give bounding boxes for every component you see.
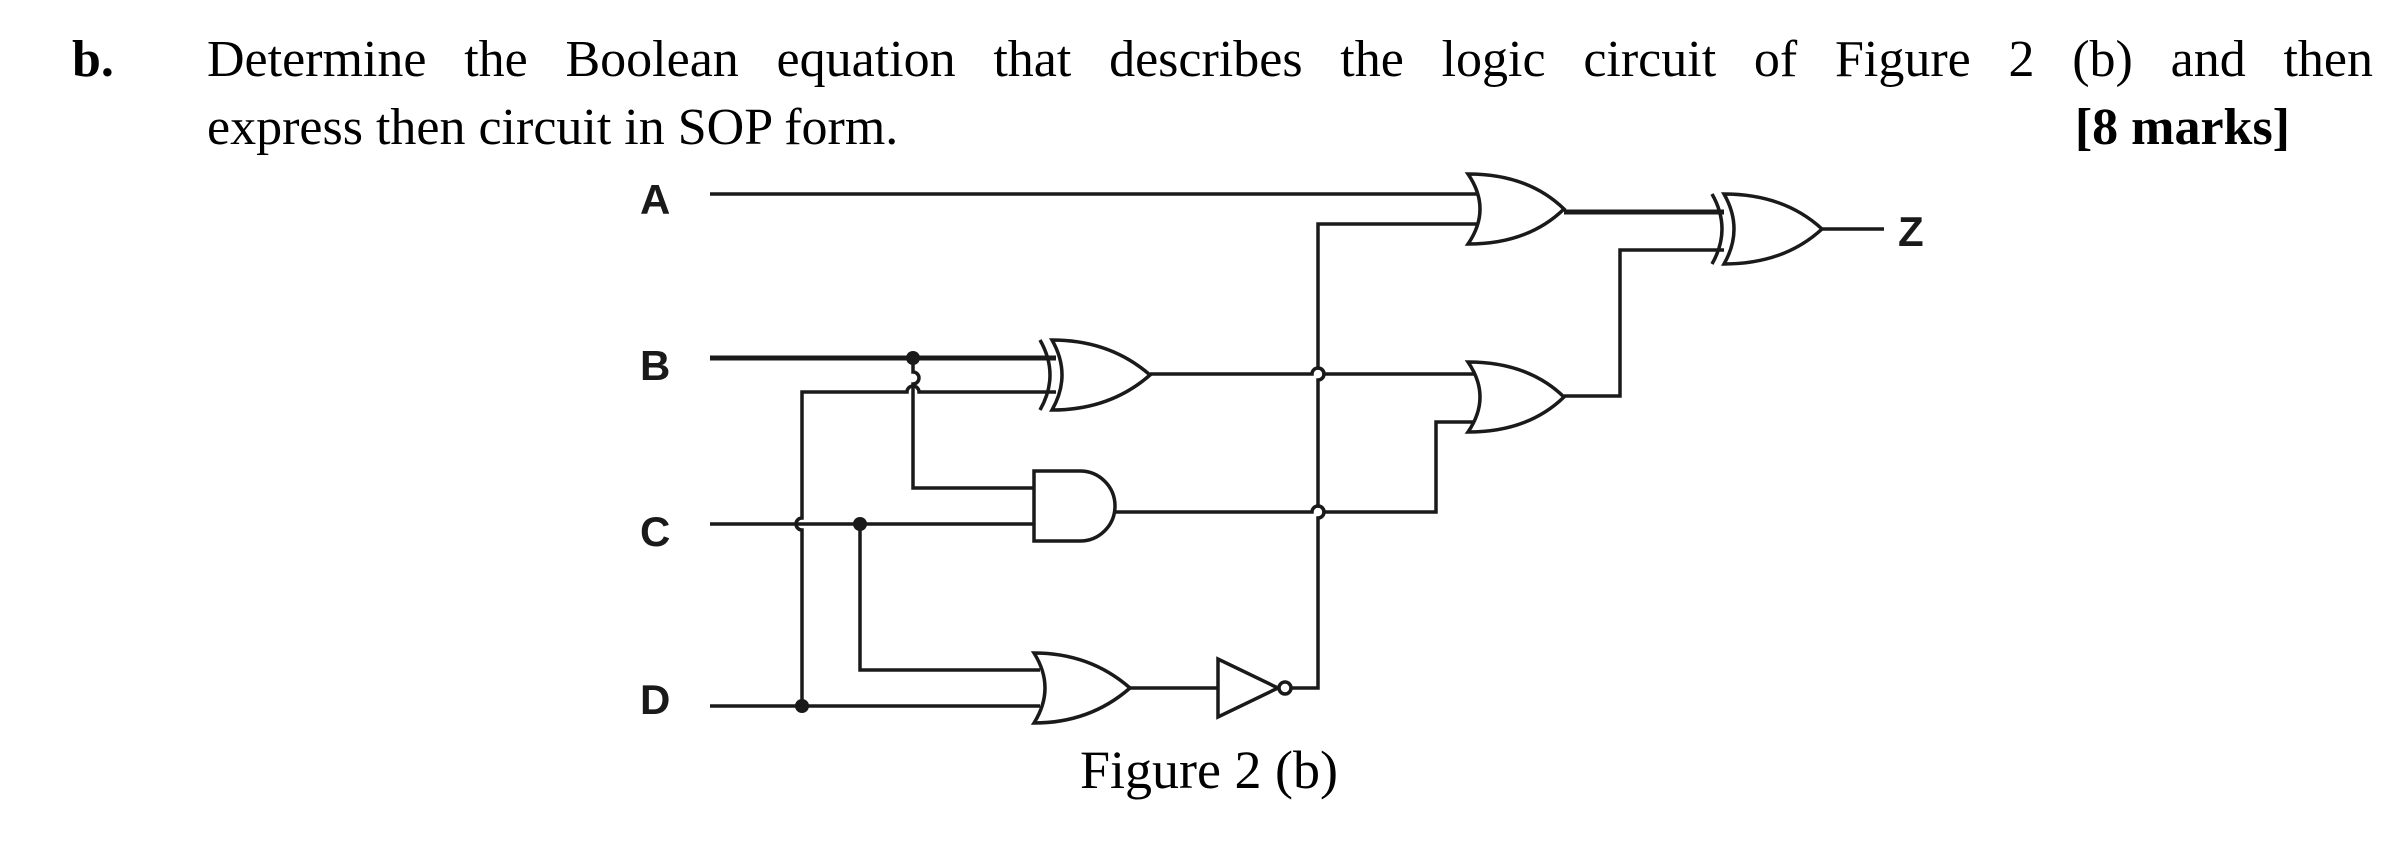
wire-c-to-or bbox=[858, 524, 1040, 672]
wire-b-to-and bbox=[911, 358, 1040, 490]
or-gate-a bbox=[1464, 172, 1567, 246]
branch-wires bbox=[794, 358, 1056, 706]
wire-xor-to-or bbox=[1150, 366, 1482, 376]
question-text-line-1: Determine the Boolean equation that desc… bbox=[207, 31, 2373, 88]
question-text-line-2: express then circuit in SOP form. bbox=[207, 99, 899, 156]
xor-gate-final-body bbox=[1720, 192, 1825, 266]
question-label: b. bbox=[72, 31, 114, 88]
or-gate-mid-body bbox=[1464, 360, 1567, 434]
or-gate-a-body bbox=[1464, 172, 1567, 246]
xor-gate-bd-body bbox=[1048, 338, 1153, 412]
junction-dots bbox=[795, 351, 920, 713]
not-gate-body bbox=[1216, 656, 1283, 720]
junction-b bbox=[906, 351, 920, 365]
or-gate-cd-body bbox=[1030, 651, 1133, 725]
not-gate-bubble bbox=[1277, 680, 1293, 696]
wire-or-mid-to-xor bbox=[1564, 248, 1724, 398]
output-label-z: Z bbox=[1898, 208, 1924, 255]
final-wires bbox=[1564, 209, 1724, 398]
not-output-wire bbox=[1291, 222, 1482, 690]
and-gate-bc bbox=[1032, 469, 1117, 543]
input-wires bbox=[710, 192, 1482, 708]
input-label-b: B bbox=[640, 342, 670, 389]
junction-c bbox=[853, 517, 867, 531]
question-marks: [8 marks] bbox=[2074, 99, 2290, 156]
wire-d-to-xor bbox=[794, 384, 1056, 706]
or-gate-cd bbox=[1030, 651, 1133, 725]
input-label-d: D bbox=[640, 676, 670, 723]
xor-gate-final-back-arc bbox=[1710, 193, 1724, 265]
not-gate bbox=[1130, 656, 1293, 720]
middle-wires bbox=[1115, 366, 1482, 514]
figure-caption: Figure 2 (b) bbox=[1080, 740, 1338, 800]
xor-gate-bd bbox=[1038, 338, 1153, 412]
input-label-a: A bbox=[640, 176, 670, 223]
junction-d bbox=[795, 699, 809, 713]
wire-and-to-or bbox=[1115, 420, 1482, 514]
input-label-c: C bbox=[640, 508, 670, 555]
or-gate-mid bbox=[1464, 360, 1567, 434]
xor-gate-final bbox=[1710, 192, 1884, 266]
xor-gate-bd-back-arc bbox=[1038, 339, 1052, 411]
and-gate-bc-body bbox=[1032, 469, 1117, 543]
wire-not-to-or-a bbox=[1291, 222, 1482, 690]
